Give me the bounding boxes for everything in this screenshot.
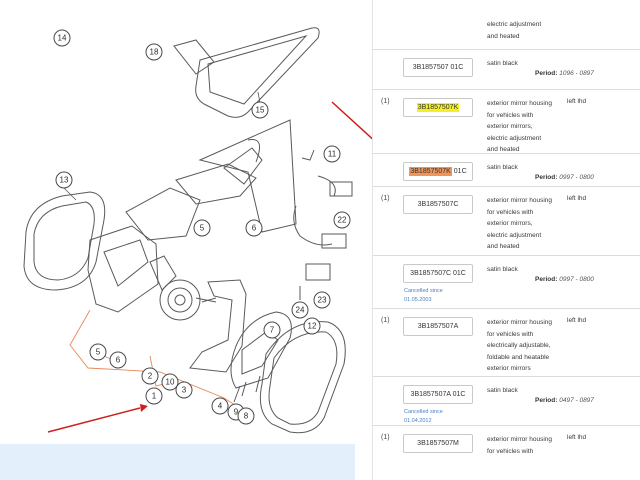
row-side: left lhd	[567, 98, 587, 105]
part-number-button[interactable]: 3B1857507A	[403, 317, 473, 336]
part-number-button[interactable]: 3B1857507C 01C	[403, 264, 473, 283]
svg-text:15: 15	[256, 106, 265, 115]
svg-text:7: 7	[270, 326, 275, 335]
parts-table[interactable]: electric adjustment and heated 3B1857507…	[372, 0, 640, 480]
svg-text:18: 18	[150, 48, 159, 57]
row-color: satin black	[487, 387, 518, 394]
parts-diagram: 14 18 15 13 11 22 6 5 24 23 12 7 2 10 3 …	[0, 27, 372, 480]
cancelled-note: Cancelled since 01.04.2012	[404, 409, 443, 424]
callout-5[interactable]: 5	[193, 219, 211, 237]
housing-shell-drawing	[230, 311, 292, 389]
row-description: exterior mirror housing for vehicles wit…	[487, 197, 553, 250]
part-number-button[interactable]: 3B1857507K	[403, 98, 473, 117]
part-number-button[interactable]: 3B1857507M	[403, 434, 473, 453]
screws-drawing	[201, 297, 261, 403]
part-number-button[interactable]: 3B1857507K 01C	[403, 162, 473, 181]
svg-text:1: 1	[152, 392, 157, 401]
svg-text:14: 14	[58, 34, 67, 43]
svg-text:6: 6	[116, 356, 121, 365]
window-glass-drawing	[198, 119, 297, 233]
row-color: satin black	[487, 164, 518, 171]
callout-1[interactable]: 1	[145, 387, 163, 405]
svg-text:8: 8	[244, 412, 249, 421]
svg-text:22: 22	[338, 216, 347, 225]
mirror-exploded-view: 14 18 15 13 11 22 6 5 24 23 12 7 2 10 3 …	[23, 27, 372, 434]
table-row[interactable]: (1) 3B1857507M exterior mirror housing f…	[373, 425, 640, 480]
annotation-arrows	[47, 101, 372, 433]
svg-text:12: 12	[308, 322, 317, 331]
callout-15[interactable]: 15	[251, 101, 269, 119]
row-index: (1)	[381, 317, 390, 324]
row-index: (1)	[381, 98, 390, 105]
svg-text:4: 4	[218, 402, 223, 411]
row-index: (1)	[381, 434, 390, 441]
table-row[interactable]: 3B1857507 01C satin black Period: 1096 -…	[373, 49, 640, 90]
svg-text:23: 23	[318, 296, 327, 305]
callout-6-lower[interactable]: 6	[109, 351, 127, 369]
svg-text:9: 9	[234, 408, 239, 417]
callout-2[interactable]: 2	[141, 367, 159, 385]
part-number-button[interactable]: 3B1857507 01C	[403, 58, 473, 77]
callout-14[interactable]: 14	[53, 29, 71, 47]
callout-4[interactable]: 4	[211, 397, 229, 415]
svg-text:5: 5	[96, 348, 101, 357]
svg-text:2: 2	[148, 372, 153, 381]
callout-13[interactable]: 13	[55, 171, 73, 189]
svg-text:6: 6	[252, 224, 257, 233]
svg-text:13: 13	[60, 176, 69, 185]
row-description: exterior mirror housing for vehicles wit…	[487, 319, 553, 372]
interior-mirror-drawing	[173, 27, 320, 118]
callout-23[interactable]: 23	[313, 291, 331, 309]
callout-12[interactable]: 12	[303, 317, 321, 335]
row-side: left lhd	[567, 195, 587, 202]
svg-text:3: 3	[182, 386, 187, 395]
table-row[interactable]: (1) 3B1857507K exterior mirror housing f…	[373, 89, 640, 154]
mirror-glass-drawing	[23, 187, 106, 291]
callout-3[interactable]: 3	[175, 381, 193, 399]
row-period: Period: 1096 - 0897	[535, 70, 594, 77]
callout-8[interactable]: 8	[237, 407, 255, 425]
callout-7[interactable]: 7	[263, 321, 281, 339]
row-index: (1)	[381, 195, 390, 202]
cancelled-note: Cancelled since 01.05.2003	[404, 288, 443, 303]
callout-24[interactable]: 24	[291, 301, 309, 319]
row-side: left lhd	[567, 434, 587, 441]
table-row[interactable]: 3B1857507C 01C Cancelled since 01.05.200…	[373, 255, 640, 309]
table-row[interactable]: 3B1857507A 01C Cancelled since 01.04.201…	[373, 376, 640, 426]
row-description: exterior mirror housing for vehicles wit…	[487, 436, 553, 455]
table-row-fragment: electric adjustment and heated	[373, 0, 640, 49]
part-number-button[interactable]: 3B1857507A 01C	[403, 385, 473, 404]
row-side: left lhd	[567, 317, 587, 324]
wiring-harness-drawing	[293, 149, 353, 300]
svg-text:5: 5	[200, 224, 205, 233]
row-color: satin black	[487, 60, 518, 67]
callout-6[interactable]: 6	[245, 219, 263, 237]
row-period: Period: 0997 - 0800	[535, 174, 594, 181]
table-row[interactable]: 3B1857507K 01C satin black Period: 0997 …	[373, 153, 640, 187]
callout-5-lower[interactable]: 5	[89, 343, 107, 361]
callout-18[interactable]: 18	[145, 43, 163, 61]
callout-22[interactable]: 22	[333, 211, 351, 229]
mirror-base-drawing	[87, 138, 263, 313]
svg-text:24: 24	[296, 306, 305, 315]
table-row[interactable]: (1) 3B1857507A exterior mirror housing f…	[373, 308, 640, 377]
row-color: satin black	[487, 266, 518, 273]
gasket-strip-drawing	[189, 279, 247, 373]
svg-text:11: 11	[328, 150, 337, 159]
row-description: electric adjustment and heated	[487, 21, 542, 40]
part-number-button[interactable]: 3B1857507C	[403, 195, 473, 214]
info-bar	[0, 444, 355, 480]
table-row[interactable]: (1) 3B1857507C exterior mirror housing f…	[373, 186, 640, 256]
callout-10[interactable]: 10	[161, 373, 179, 391]
adjustment-motor-drawing	[149, 255, 217, 321]
row-period: Period: 0997 - 0800	[535, 276, 594, 283]
svg-text:10: 10	[166, 378, 175, 387]
row-period: Period: 0497 - 0897	[535, 397, 594, 404]
callout-11[interactable]: 11	[323, 145, 341, 163]
row-description: exterior mirror housing for vehicles wit…	[487, 100, 553, 153]
